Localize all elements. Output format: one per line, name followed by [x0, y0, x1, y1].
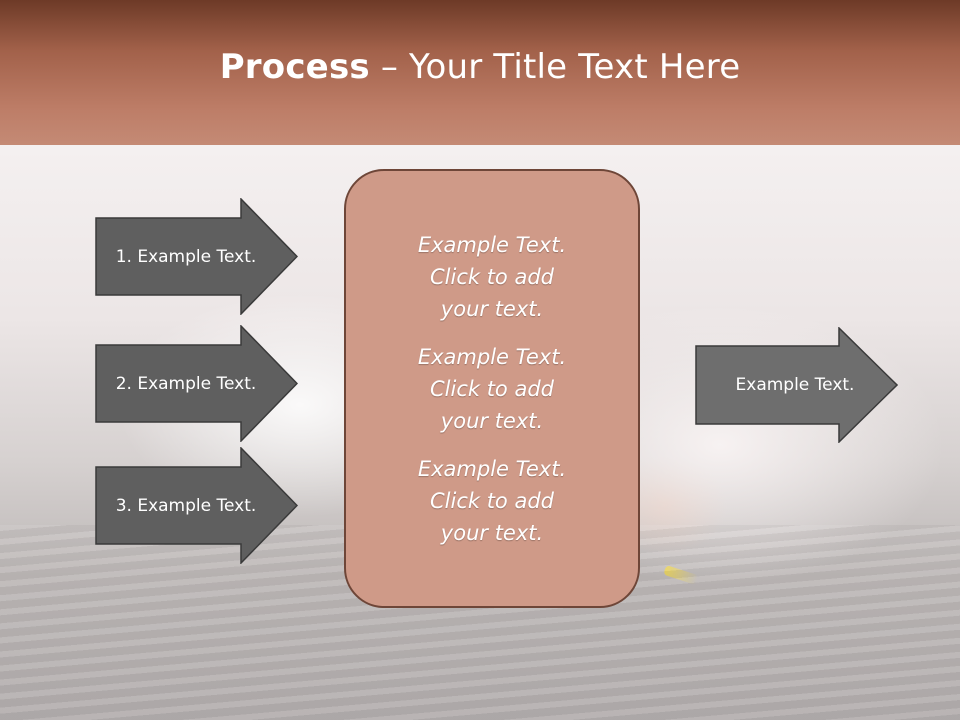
center-text-block-3: Example Text. Click to add your text. — [417, 456, 567, 545]
title-bar: Process – Your Title Text Here — [0, 0, 960, 145]
arrow-3-label: 3. Example Text. — [115, 495, 257, 516]
arrow-shape-3 — [95, 447, 298, 564]
arrow-3[interactable]: 3. Example Text. — [95, 447, 298, 564]
result-arrow-shape — [695, 327, 898, 443]
arrow-1[interactable]: 1. Example Text. — [95, 198, 298, 315]
arrow-2[interactable]: 2. Example Text. — [95, 325, 298, 442]
arrow-1-label: 1. Example Text. — [115, 246, 257, 267]
result-arrow-label: Example Text. — [735, 375, 855, 395]
title-rest: – Your Title Text Here — [369, 46, 741, 87]
slide-title[interactable]: Process – Your Title Text Here — [220, 47, 741, 87]
arrow-shape-2 — [95, 325, 298, 442]
title-bold: Process — [219, 46, 370, 87]
center-text-box[interactable]: Example Text. Click to add your text. Ex… — [344, 169, 640, 608]
center-text-block-2: Example Text. Click to add your text. — [417, 344, 567, 433]
arrow-shape-1 — [95, 198, 298, 315]
yellow-streak — [663, 564, 699, 586]
center-text-block-1: Example Text. Click to add your text. — [417, 232, 567, 321]
result-arrow[interactable]: Example Text. — [695, 327, 898, 443]
arrow-2-label: 2. Example Text. — [115, 373, 257, 394]
